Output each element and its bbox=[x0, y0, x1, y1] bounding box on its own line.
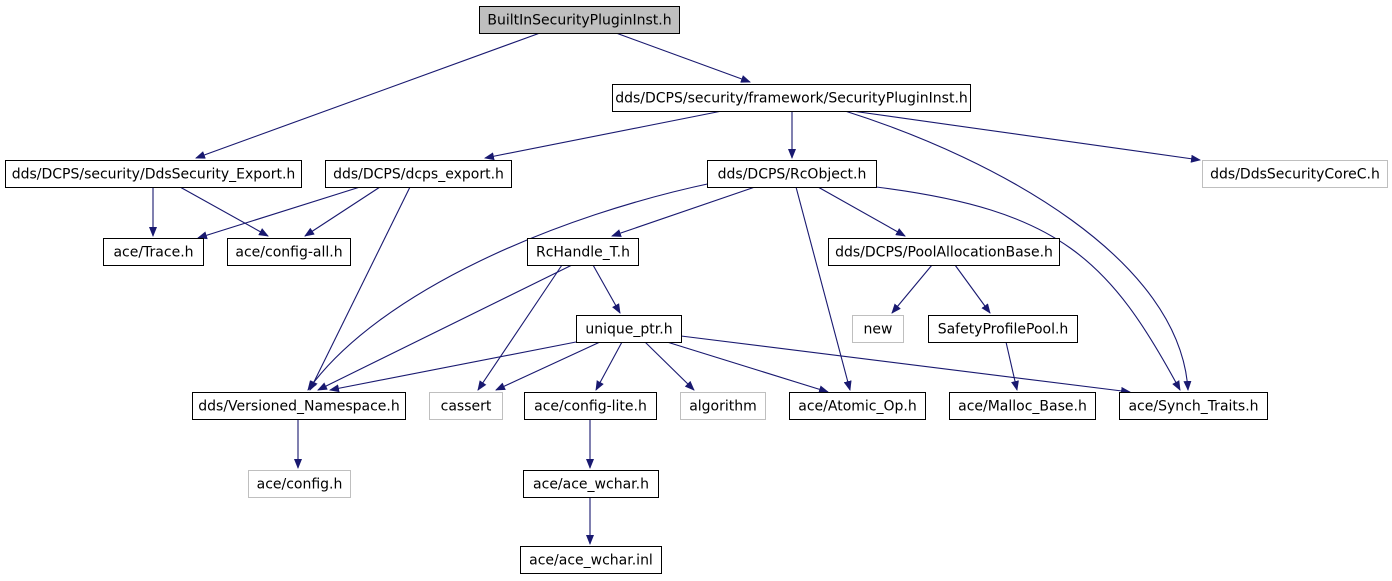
node-label: ace/ace_wchar.inl bbox=[529, 553, 653, 569]
edge-rcobject-to-rchandle bbox=[611, 186, 756, 237]
node-label: dds/DCPS/RcObject.h bbox=[718, 167, 867, 183]
edge-unique_ptr-to-atomic bbox=[666, 341, 829, 394]
edge-rcobject-to-atomic bbox=[795, 186, 852, 391]
node-label: dds/DCPS/security/framework/SecurityPlug… bbox=[615, 91, 968, 107]
node-box bbox=[520, 546, 662, 574]
edge-unique_ptr-to-cassert bbox=[495, 341, 601, 391]
node-label: dds/DCPS/security/DdsSecurity_Export.h bbox=[12, 167, 296, 183]
node-box bbox=[680, 392, 766, 420]
edge-rchandle-to-unique_ptr bbox=[592, 264, 621, 314]
node-dse[interactable]: dds/DCPS/security/DdsSecurity_Export.h bbox=[5, 160, 302, 188]
node-label: RcHandle_T.h bbox=[536, 245, 630, 261]
node-trace[interactable]: ace/Trace.h bbox=[103, 238, 204, 266]
edge-unique_ptr-to-algorithm bbox=[644, 341, 695, 391]
node-rcobject[interactable]: dds/DCPS/RcObject.h bbox=[707, 160, 877, 188]
node-box bbox=[789, 392, 926, 420]
node-box bbox=[227, 238, 351, 266]
edge-spi-to-dscc bbox=[851, 110, 1201, 163]
node-spi[interactable]: dds/DCPS/security/framework/SecurityPlug… bbox=[612, 84, 971, 112]
node-root[interactable]: BuiltInSecurityPluginInst.h bbox=[479, 6, 680, 34]
node-label: algorithm bbox=[689, 399, 757, 415]
node-label: ace/Malloc_Base.h bbox=[958, 399, 1087, 415]
edge-root-to-spi bbox=[615, 32, 751, 83]
node-box bbox=[707, 160, 877, 188]
node-label: dds/DCPS/dcps_export.h bbox=[333, 167, 504, 183]
node-label: dds/Versioned_Namespace.h bbox=[198, 399, 399, 415]
node-label: ace/ace_wchar.h bbox=[533, 477, 649, 493]
edge-rchandle-to-cassert bbox=[477, 264, 563, 391]
node-box bbox=[949, 392, 1096, 420]
node-label: BuiltInSecurityPluginInst.h bbox=[487, 13, 671, 29]
edge-rcobject-to-synch bbox=[875, 186, 1181, 391]
node-box bbox=[524, 392, 657, 420]
edge-unique_ptr-to-config_lite bbox=[595, 341, 623, 391]
edge-pool-to-new bbox=[891, 264, 933, 314]
node-label: ace/Atomic_Op.h bbox=[798, 399, 916, 415]
edge-dcps_export-to-versioned bbox=[309, 186, 411, 391]
node-wchar-h[interactable]: ace/ace_wchar.h bbox=[523, 470, 659, 498]
node-label: ace/Synch_Traits.h bbox=[1128, 399, 1258, 415]
node-box bbox=[479, 6, 680, 34]
node-label: dds/DCPS/PoolAllocationBase.h bbox=[835, 245, 1053, 261]
edge-dcps_export-to-trace bbox=[197, 186, 361, 240]
node-label: dds/DdsSecurityCoreC.h bbox=[1210, 167, 1380, 183]
edge-spi-to-synch bbox=[844, 110, 1192, 391]
node-box bbox=[5, 160, 302, 188]
edge-rcobject-to-pool bbox=[817, 186, 906, 237]
edge-rcobject-to-versioned bbox=[307, 182, 713, 391]
node-malloc[interactable]: ace/Malloc_Base.h bbox=[949, 392, 1096, 420]
node-box bbox=[192, 392, 406, 420]
node-label: ace/config-all.h bbox=[235, 245, 342, 261]
edge-safety-to-malloc bbox=[1005, 341, 1019, 391]
node-cassert: cassert bbox=[429, 392, 503, 420]
edge-dcps_export-to-config_all bbox=[304, 186, 381, 237]
nodes-layer: BuiltInSecurityPluginInst.h dds/DCPS/secu… bbox=[5, 6, 1388, 574]
edges-layer bbox=[149, 32, 1201, 545]
node-atomic[interactable]: ace/Atomic_Op.h bbox=[789, 392, 926, 420]
node-box bbox=[612, 84, 971, 112]
node-label: ace/config-lite.h bbox=[534, 399, 647, 415]
edge-pool-to-safety bbox=[954, 264, 991, 314]
node-dcps-export[interactable]: dds/DCPS/dcps_export.h bbox=[325, 160, 512, 188]
edge-rchandle-to-versioned bbox=[317, 264, 573, 391]
edge-spi-to-dcps_export bbox=[484, 110, 723, 161]
node-label: SafetyProfilePool.h bbox=[938, 322, 1069, 338]
node-label: ace/Trace.h bbox=[113, 245, 193, 261]
node-safety[interactable]: SafetyProfilePool.h bbox=[928, 315, 1078, 343]
edge-unique_ptr-to-synch bbox=[680, 335, 1131, 395]
node-algorithm: algorithm bbox=[680, 392, 766, 420]
node-rchandle[interactable]: RcHandle_T.h bbox=[527, 238, 639, 266]
node-config-all[interactable]: ace/config-all.h bbox=[227, 238, 351, 266]
node-config: ace/config.h bbox=[248, 470, 351, 498]
node-versioned[interactable]: dds/Versioned_Namespace.h bbox=[192, 392, 406, 420]
edge-dse-to-config_all bbox=[179, 186, 269, 237]
node-box bbox=[103, 238, 204, 266]
node-box bbox=[248, 470, 351, 498]
node-new: new bbox=[852, 315, 904, 343]
node-box bbox=[828, 238, 1060, 266]
node-box bbox=[527, 238, 639, 266]
node-box bbox=[429, 392, 503, 420]
node-box bbox=[1119, 392, 1268, 420]
node-label: cassert bbox=[441, 399, 492, 415]
node-dscc: dds/DdsSecurityCoreC.h bbox=[1202, 160, 1388, 188]
node-box bbox=[523, 470, 659, 498]
edge-unique_ptr-to-versioned bbox=[329, 341, 577, 393]
node-box bbox=[852, 315, 904, 343]
node-box bbox=[1202, 160, 1388, 188]
node-wchar-inl[interactable]: ace/ace_wchar.inl bbox=[520, 546, 662, 574]
node-label: new bbox=[864, 322, 893, 338]
node-label: unique_ptr.h bbox=[585, 322, 672, 338]
node-label: ace/config.h bbox=[257, 477, 343, 493]
node-config-lite[interactable]: ace/config-lite.h bbox=[524, 392, 657, 420]
node-box bbox=[325, 160, 512, 188]
node-box bbox=[928, 315, 1078, 343]
node-pool[interactable]: dds/DCPS/PoolAllocationBase.h bbox=[828, 238, 1060, 266]
edge-root-to-dse bbox=[195, 32, 541, 159]
node-unique-ptr[interactable]: unique_ptr.h bbox=[576, 315, 682, 343]
node-box bbox=[576, 315, 682, 343]
node-synch[interactable]: ace/Synch_Traits.h bbox=[1119, 392, 1268, 420]
